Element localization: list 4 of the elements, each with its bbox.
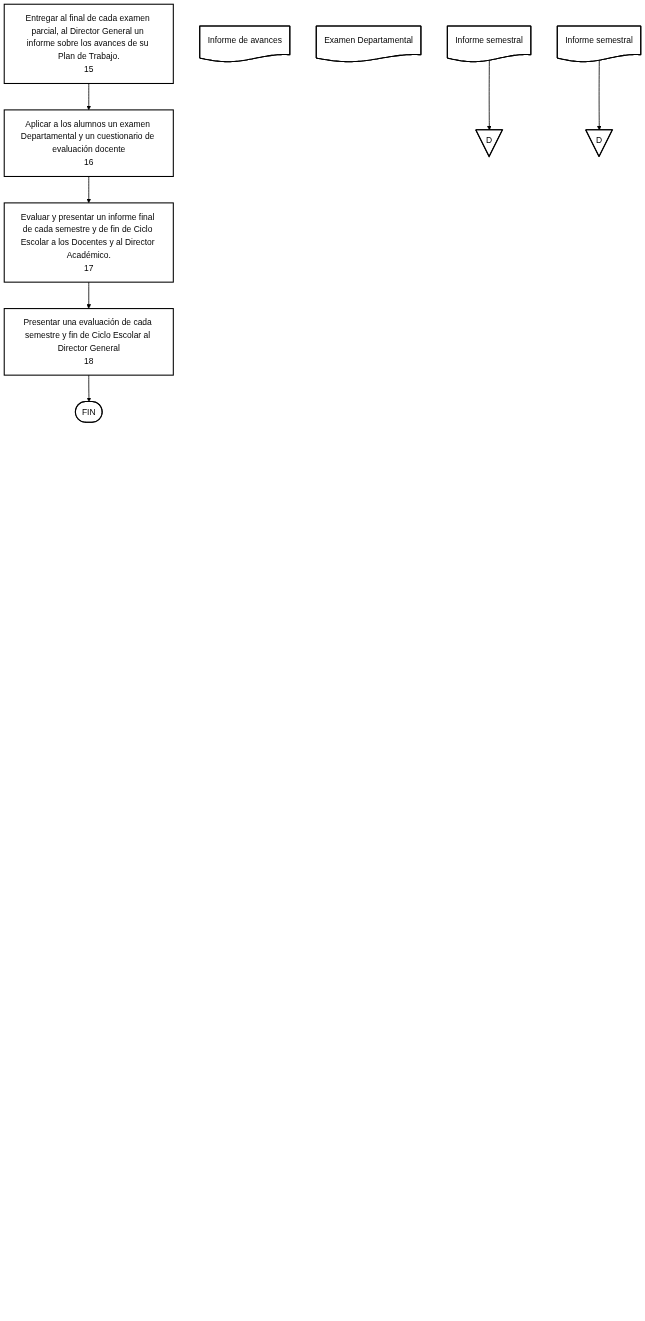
node-box: Entregar al final de cada examen parcial, al Director General un informe sobre los avances de su Plan de Trabajo. 15 [3,3,174,84]
node-box: Evaluar y presentar un informe final de cada semestre y de fin de Ciclo Escolar a los Docentes y al Director Académico. 17 [3,202,174,283]
node-box: Presentar una evaluación de cada semestre y fin de Ciclo Escolar al Director General 18 [3,308,174,376]
node-box: Aplicar a los alumnos un examen Departamental y un cuestionario de evaluación docente 16 [3,109,174,177]
